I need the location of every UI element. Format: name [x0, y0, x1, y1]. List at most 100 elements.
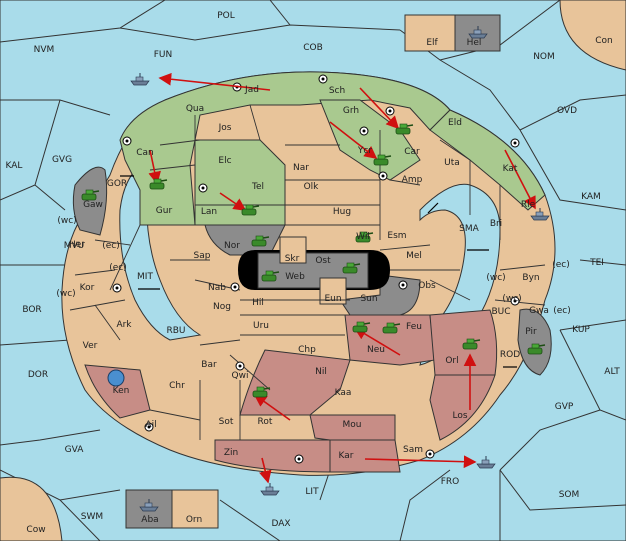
region-kar[interactable]	[329, 439, 401, 473]
land-label-nab: Nab	[208, 283, 226, 293]
land-label-gaw: Gaw	[83, 200, 103, 210]
land-label-hil: Hil	[252, 298, 264, 308]
sea-label-lit: LIT	[305, 487, 319, 497]
region-los[interactable]	[429, 374, 496, 441]
land-label-ver: Ver	[83, 341, 98, 351]
land-label-hel: Hel	[467, 38, 482, 48]
region-ken[interactable]	[84, 364, 151, 419]
units	[81, 25, 550, 512]
land-label-eun: Eun	[324, 294, 341, 304]
land-label-rle: Rle	[521, 200, 536, 210]
sea-label-som: SOM	[559, 490, 580, 500]
coast-label-wc: (wc)	[57, 216, 76, 226]
region-eld-kat[interactable]	[429, 109, 546, 211]
sea-label-mvu: MVU	[64, 241, 85, 251]
land-label-orl: Orl	[445, 356, 458, 366]
sea-label-dax: DAX	[271, 519, 290, 529]
land-label-lan: Lan	[201, 207, 217, 217]
land-label-nor: Nor	[224, 241, 240, 251]
land-label-web: Web	[285, 272, 305, 282]
sea-label-gvg: GVG	[52, 155, 72, 165]
land-label-nar: Nar	[293, 163, 309, 173]
land-label-skr: Skr	[285, 254, 300, 264]
land-label-can: Can	[136, 148, 154, 158]
land-label-gwa: Gwa	[529, 306, 549, 316]
land-label-kar: Kar	[339, 451, 354, 461]
land-label-ycr: Ycr	[357, 146, 372, 156]
sea-label-kup: KUP	[572, 325, 590, 335]
land-label-olk: Olk	[304, 182, 320, 192]
land-label-los: Los	[452, 411, 467, 421]
land-label-sap: Sap	[194, 251, 211, 261]
land-label-elf: Elf	[426, 38, 438, 48]
land-label-zin: Zin	[224, 448, 238, 458]
sea-label-dor: DOR	[28, 370, 48, 380]
sea-label-fro: FRO	[441, 477, 460, 487]
land-label-gur: Gur	[156, 206, 173, 216]
sea-label-ovd: OVD	[557, 106, 577, 116]
sea-label-gor: GOR	[107, 179, 127, 189]
region-orn[interactable]	[171, 489, 219, 529]
globe-icon	[107, 369, 125, 387]
order-arrows	[148, 72, 536, 484]
region-orl[interactable]	[429, 309, 498, 376]
land-label-bar: Bar	[201, 360, 217, 370]
land-label-chr: Chr	[169, 381, 185, 391]
land-label-rot: Rot	[258, 417, 273, 427]
land-label-sun: Sun	[360, 294, 377, 304]
region-grh-ycr[interactable]	[319, 99, 421, 181]
land-label-cow: Cow	[26, 525, 45, 535]
land-label-uru: Uru	[253, 321, 269, 331]
region-con[interactable]	[559, 0, 626, 71]
land-label-amp: Amp	[402, 175, 423, 185]
region-green-north[interactable]	[119, 71, 451, 226]
land-label-orn: Orn	[186, 515, 202, 525]
land-label-byn: Byn	[522, 273, 539, 283]
land-label-esm: Esm	[387, 231, 406, 241]
sea-label-sma: SMA	[459, 224, 479, 234]
land-label-aba: Aba	[141, 515, 158, 525]
land-label-tel: Tel	[251, 182, 264, 192]
land-label-nog: Nog	[213, 302, 231, 312]
land-label-kaa: Kaa	[335, 388, 352, 398]
coast-label-wc: (wc)	[486, 273, 505, 283]
land-label-mou: Mou	[343, 420, 362, 430]
land-label-feu: Feu	[406, 322, 422, 332]
land-label-sot: Sot	[219, 417, 234, 427]
land-label-jos: Jos	[218, 123, 232, 133]
coast-label-wc: (wc)	[56, 289, 75, 299]
coast-label-ec: (ec)	[552, 260, 570, 270]
land-label-nil: Nil	[315, 367, 327, 377]
land-label-ail: Ail	[145, 420, 156, 430]
land-label-grh: Grh	[343, 106, 359, 116]
sea-label-cob: COB	[303, 43, 323, 53]
region-skr[interactable]	[279, 236, 307, 264]
land-label-kat: Kat	[503, 164, 518, 174]
sea-label-gva: GVA	[65, 445, 85, 455]
sea-label-rod: ROD	[500, 350, 520, 360]
land-label-sch: Sch	[329, 86, 345, 96]
sea-label-kam: KAM	[581, 192, 601, 202]
land-label-qua: Qua	[186, 104, 204, 114]
sea-label-pol: POL	[217, 11, 235, 21]
sea-label-swm: SWM	[81, 512, 103, 522]
land-label-eld: Eld	[448, 118, 462, 128]
sea-label-nom: NOM	[533, 52, 555, 62]
land-label-mel: Mel	[406, 251, 422, 261]
sea-label-bor: BOR	[22, 305, 41, 315]
sea-label-alt: ALT	[604, 367, 620, 377]
region-cow[interactable]	[0, 476, 63, 541]
land-label-ark: Ark	[116, 320, 132, 330]
land-borders	[69, 104, 546, 440]
sea-label-kal: KAL	[6, 161, 23, 171]
coast-label-ec: (ec)	[553, 306, 571, 316]
land-label-ken: Ken	[113, 386, 130, 396]
land-label-wil: Wil	[356, 232, 370, 242]
land-label-her: Her	[69, 240, 85, 250]
region-pir[interactable]	[517, 308, 552, 376]
region-gaw[interactable]	[72, 166, 108, 236]
